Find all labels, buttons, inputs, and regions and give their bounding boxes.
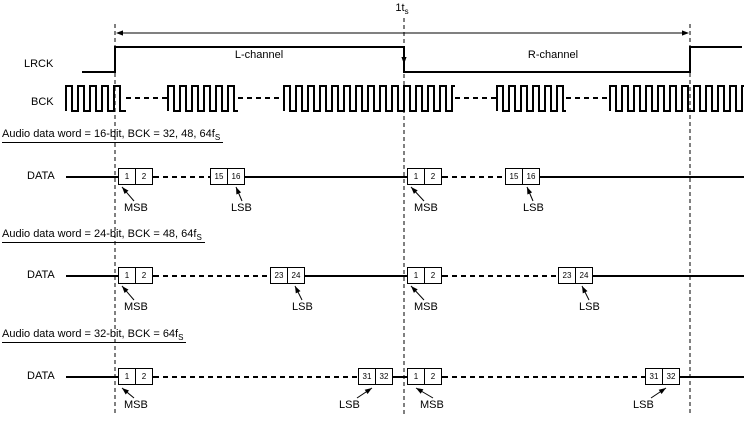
- lrck-signal-label: LRCK: [24, 58, 54, 70]
- bit-cell: 1: [118, 168, 136, 185]
- bit-cell: 15: [505, 168, 523, 185]
- period-sub: s: [404, 7, 409, 17]
- bit-cell: 2: [135, 267, 153, 284]
- bit-cell: 2: [424, 267, 442, 284]
- header-sub: S: [178, 333, 184, 343]
- bit-cell: 32: [662, 368, 680, 385]
- section-header-24bit: Audio data word = 24-bit, BCK = 48, 64fS: [2, 228, 205, 243]
- lsb-label: LSB: [633, 399, 654, 411]
- lsb-label: LSB: [292, 301, 313, 313]
- bit-cell: 23: [270, 267, 288, 284]
- bit-cell: 31: [358, 368, 376, 385]
- bit-cell: 2: [424, 168, 442, 185]
- lsb-label: LSB: [579, 301, 600, 313]
- header-text: Audio data word = 16-bit, BCK = 32, 48, …: [2, 128, 215, 140]
- bit-cell: 16: [227, 168, 245, 185]
- period-label: 1ts: [395, 2, 409, 17]
- msb-label: MSB: [414, 202, 438, 214]
- bit-cell: 1: [407, 168, 425, 185]
- period-text: 1t: [395, 2, 405, 14]
- msb-label: MSB: [124, 202, 148, 214]
- header-sub: S: [196, 233, 202, 243]
- data-signal-label: DATA: [27, 170, 55, 182]
- header-text: Audio data word = 24-bit, BCK = 48, 64f: [2, 228, 197, 240]
- data-signal-label: DATA: [27, 370, 55, 382]
- header-text: Audio data word = 32-bit, BCK = 64f: [2, 328, 179, 340]
- bit-cell: 31: [645, 368, 663, 385]
- lsb-label: LSB: [231, 202, 252, 214]
- section-header-16bit: Audio data word = 16-bit, BCK = 32, 48, …: [2, 128, 224, 143]
- bit-cell: 2: [135, 168, 153, 185]
- bit-cell: 2: [135, 368, 153, 385]
- l-channel-label: L-channel: [234, 49, 284, 61]
- msb-label: MSB: [124, 301, 148, 313]
- bit-cell: 1: [407, 267, 425, 284]
- bit-cell: 24: [575, 267, 593, 284]
- msb-label: MSB: [124, 399, 148, 411]
- bit-cell: 2: [424, 368, 442, 385]
- bit-cell: 15: [210, 168, 228, 185]
- bit-cell: 23: [558, 267, 576, 284]
- msb-label: MSB: [414, 301, 438, 313]
- data-signal-label: DATA: [27, 269, 55, 281]
- bit-cell: 16: [522, 168, 540, 185]
- bit-cell: 1: [407, 368, 425, 385]
- lsb-label: LSB: [523, 202, 544, 214]
- lsb-label: LSB: [339, 399, 360, 411]
- bit-cell: 24: [287, 267, 305, 284]
- r-channel-label: R-channel: [527, 49, 579, 61]
- section-header-32bit: Audio data word = 32-bit, BCK = 64fS: [2, 328, 187, 343]
- bck-signal-label: BCK: [31, 96, 54, 108]
- bit-cell: 32: [375, 368, 393, 385]
- bit-cell: 1: [118, 267, 136, 284]
- msb-label: MSB: [420, 399, 444, 411]
- bit-cell: 1: [118, 368, 136, 385]
- header-sub: S: [214, 133, 221, 143]
